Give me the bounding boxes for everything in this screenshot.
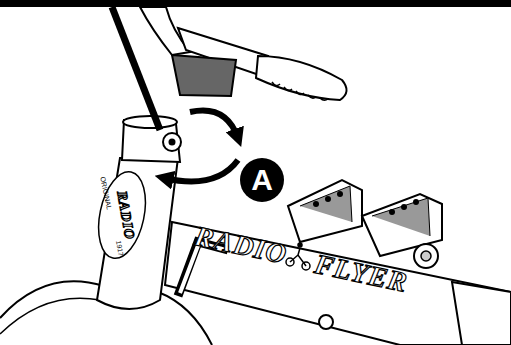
seat-bracket <box>372 198 430 236</box>
frame-tube <box>165 222 511 345</box>
bolt-head <box>163 133 181 151</box>
head-badge <box>91 167 152 262</box>
seat-bracket <box>288 180 362 242</box>
seat-bracket <box>300 186 352 222</box>
knob <box>414 244 438 268</box>
callout-circle: A <box>240 158 284 202</box>
rotation-arrow <box>190 110 238 138</box>
peg <box>319 315 333 329</box>
fender <box>0 281 104 318</box>
rear-step <box>452 282 511 345</box>
handle-grip <box>256 56 347 100</box>
rotation-arrow <box>164 160 238 181</box>
fender <box>0 298 100 334</box>
fender <box>158 292 212 345</box>
clamp-collar <box>172 55 236 96</box>
tool-shaft <box>112 7 160 130</box>
callout-letter: A <box>251 165 273 195</box>
top-bar <box>0 0 511 7</box>
rider-icon <box>286 243 310 270</box>
